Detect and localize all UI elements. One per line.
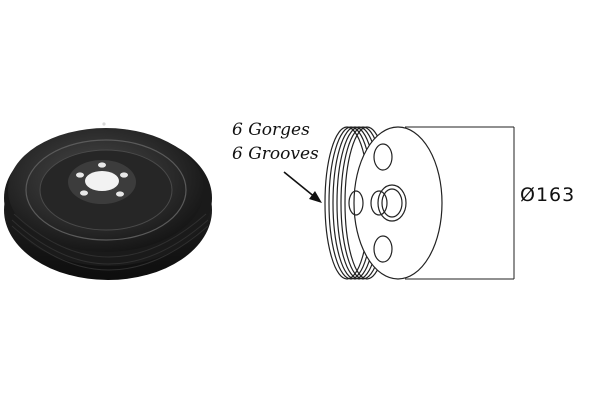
groove-count-label: 6 Gorges 6 Grooves	[232, 118, 319, 166]
pulley-photo	[4, 122, 212, 280]
groove-label-fr: 6 Gorges	[232, 120, 310, 140]
groove-label-en: 6 Grooves	[232, 144, 319, 164]
pulley-line-drawing	[324, 126, 515, 280]
diameter-label: Ø163	[520, 184, 576, 206]
callout-arrow	[283, 171, 322, 203]
